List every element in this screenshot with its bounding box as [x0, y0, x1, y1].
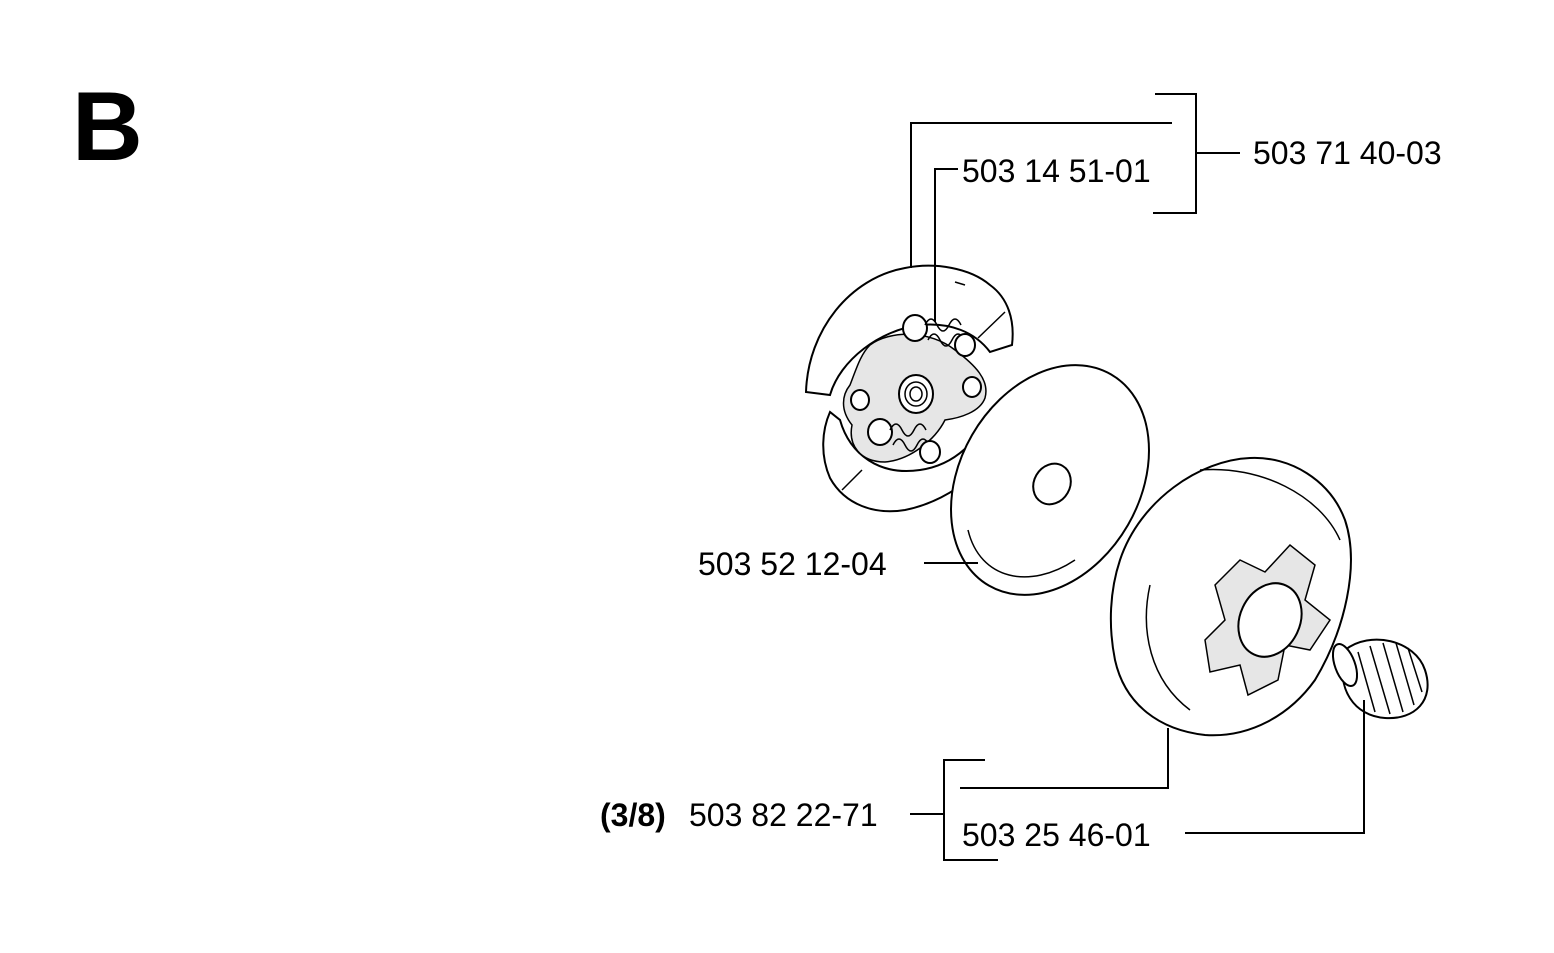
- clutch-thread: [904, 381, 928, 407]
- clutch-spring-lower: [867, 418, 941, 464]
- leader-bearing: [1185, 700, 1365, 834]
- bearing-body: [1341, 638, 1429, 720]
- label-drum-prefix: (3/8): [600, 797, 666, 833]
- leader-drum: [960, 728, 1169, 789]
- clutch-side-hole-right: [962, 376, 982, 398]
- section-letter: B: [72, 71, 143, 181]
- leader-spring: [934, 168, 958, 322]
- clutch-drum-part: [1109, 456, 1352, 737]
- clutch-spring-upper: [902, 314, 976, 357]
- clutch-side-hole-left: [850, 389, 870, 411]
- washer-center-hole: [1032, 462, 1072, 506]
- bearing-needles: [1357, 642, 1423, 715]
- clutch-center-hole: [898, 374, 934, 414]
- label-spring: 503 14 51-01: [962, 153, 1151, 189]
- bearing-face: [1331, 643, 1359, 687]
- label-clutch-assembly: 503 71 40-03: [1253, 135, 1442, 171]
- shoe-cut-lower: [841, 469, 863, 491]
- bracket-bottom: [943, 759, 998, 861]
- drum-top-edge: [1199, 468, 1341, 541]
- washer-edge: [967, 529, 1076, 578]
- bracket-top: [1153, 93, 1197, 214]
- label-needle-bearing: 503 25 46-01: [962, 817, 1151, 853]
- label-washer: 503 52 12-04: [698, 546, 887, 582]
- needle-bearing-part: [1331, 638, 1429, 720]
- clutch-part: [804, 264, 1014, 513]
- shoe-edge: [954, 281, 966, 286]
- sprocket-hub: [1237, 582, 1303, 658]
- leader-clutch: [910, 122, 1172, 268]
- clutch-thread-inner: [909, 386, 923, 402]
- label-drum-assembly: 503 82 22-71: [689, 797, 878, 833]
- drum-rim: [1145, 584, 1191, 711]
- clutch-upper-shoe: [804, 264, 1014, 397]
- shoe-cut: [977, 311, 1006, 339]
- washer-part: [950, 364, 1150, 596]
